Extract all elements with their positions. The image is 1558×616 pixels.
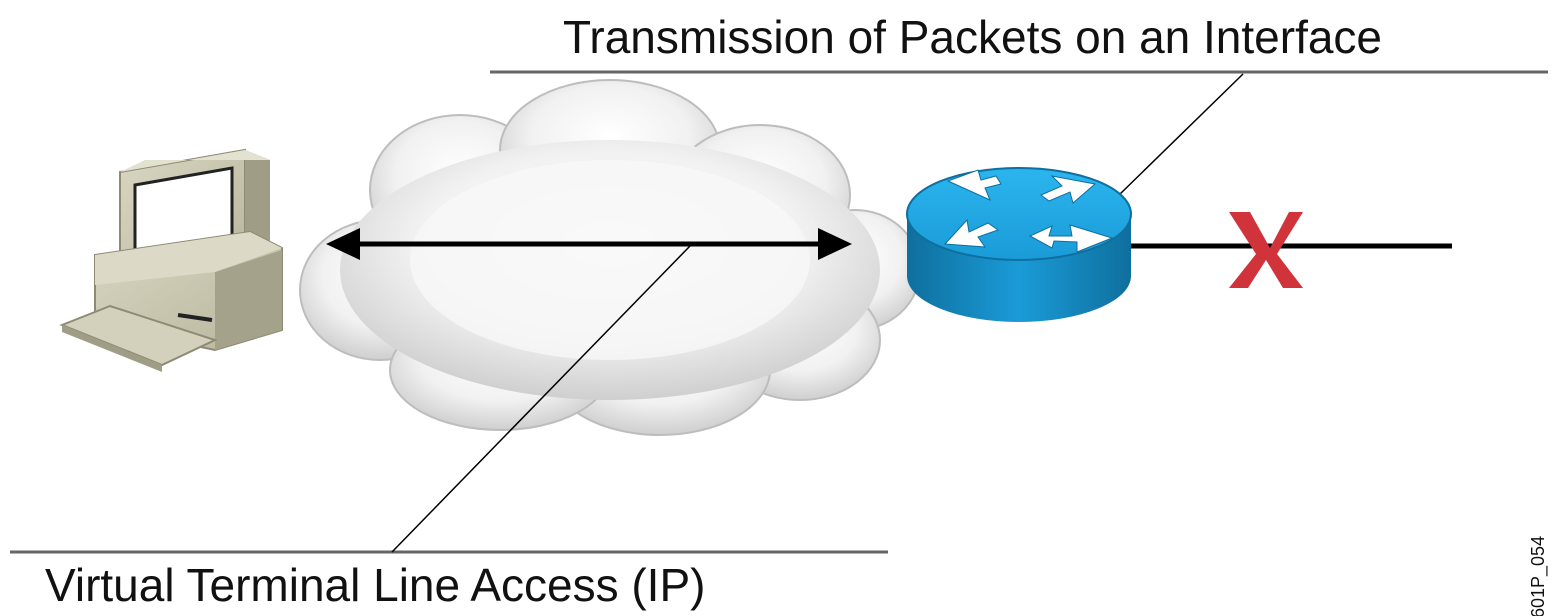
- double-arrow: [326, 228, 852, 260]
- workstation-icon: [59, 148, 283, 372]
- x-mark-icon: [1229, 212, 1303, 288]
- bottom-label: Virtual Terminal Line Access (IP): [45, 559, 706, 611]
- bottom-leader-line: [391, 245, 691, 553]
- network-cloud-icon: [299, 79, 921, 436]
- top-label: Transmission of Packets on an Interface: [563, 11, 1383, 63]
- figure-id: 601P_054: [1528, 535, 1548, 616]
- router-icon: [906, 167, 1132, 322]
- top-leader-line: [1117, 73, 1244, 197]
